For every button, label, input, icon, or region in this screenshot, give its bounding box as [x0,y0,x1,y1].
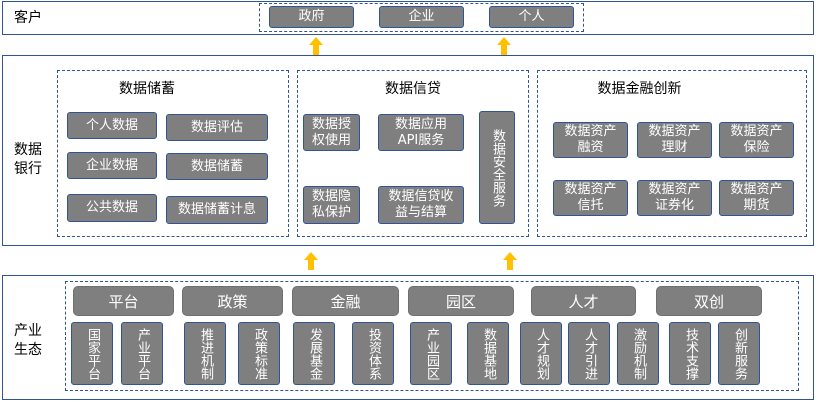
group-header-talent: 人才 [531,286,636,316]
credit-item: 数据隐 私保护 [303,186,360,224]
innovation-item: 数据资产 证券化 [637,180,712,216]
customer-gov: 政府 [269,6,354,28]
credit-item: 数据信贷收 益与结算 [378,186,464,224]
data-security-service: 数据安全服务 [479,111,515,224]
innovation-item: 数据资产 理财 [637,122,712,158]
group-header-park: 园区 [408,286,514,316]
customer-label: 客户 [14,10,42,26]
up-arrow-icon [503,252,517,270]
up-arrow-icon [309,37,323,55]
customer-individual: 个人 [489,6,574,28]
data-finance-innovation-section [537,70,807,237]
industry-ecosystem-label: 产业 生态 [14,323,42,358]
group-header-platform: 平台 [73,286,174,316]
ecosystem-item: 激励机制 [617,322,659,385]
up-arrow-icon [497,37,511,55]
ecosystem-item: 创新服务 [718,322,760,385]
innovation-item: 数据资产 信托 [553,180,628,216]
customer-group [259,3,584,32]
ecosystem-item: 人才引进 [568,322,610,385]
ecosystem-item: 人才规划 [520,322,562,385]
ecosystem-item: 数据基地 [467,322,509,385]
data-credit-section [297,70,529,237]
innovation-item: 数据资产 期货 [719,180,794,216]
data-storage-title: 数据储蓄 [119,81,175,97]
ecosystem-item: 投资体系 [352,322,394,385]
data-storage-section [57,70,289,237]
innovation-item: 数据资产 融资 [553,122,628,158]
data-finance-innovation-title: 数据金融创新 [597,81,682,97]
ecosystem-item: 政策标准 [238,322,280,385]
group-header-innovation: 双创 [656,286,762,316]
ecosystem-item: 技术支撑 [669,322,711,385]
ecosystem-item: 推进机制 [184,322,226,385]
credit-item: 数据应用 API服务 [378,114,464,151]
storage-item: 数据评估 [166,114,268,141]
ecosystem-item: 发展基金 [293,322,335,385]
storage-item: 公共数据 [67,194,157,222]
data-credit-title: 数据信贷 [385,81,441,97]
ecosystem-group [65,281,799,391]
up-arrow-icon [304,252,318,270]
customer-enterprise: 企业 [379,6,464,28]
storage-item: 个人数据 [67,112,157,139]
group-header-finance: 金融 [292,286,399,316]
storage-item: 企业数据 [67,152,157,179]
ecosystem-item: 产业园区 [410,322,452,385]
data-bank-label: 数据 银行 [14,142,42,177]
storage-item: 数据储蓄 [166,153,268,180]
credit-item: 数据授 权使用 [303,114,360,151]
ecosystem-item: 产业平台 [121,322,163,385]
group-header-policy: 政策 [182,286,283,316]
innovation-item: 数据资产 保险 [719,122,794,158]
ecosystem-item: 国家平台 [71,322,113,385]
storage-item: 数据储蓄计息 [166,196,268,224]
